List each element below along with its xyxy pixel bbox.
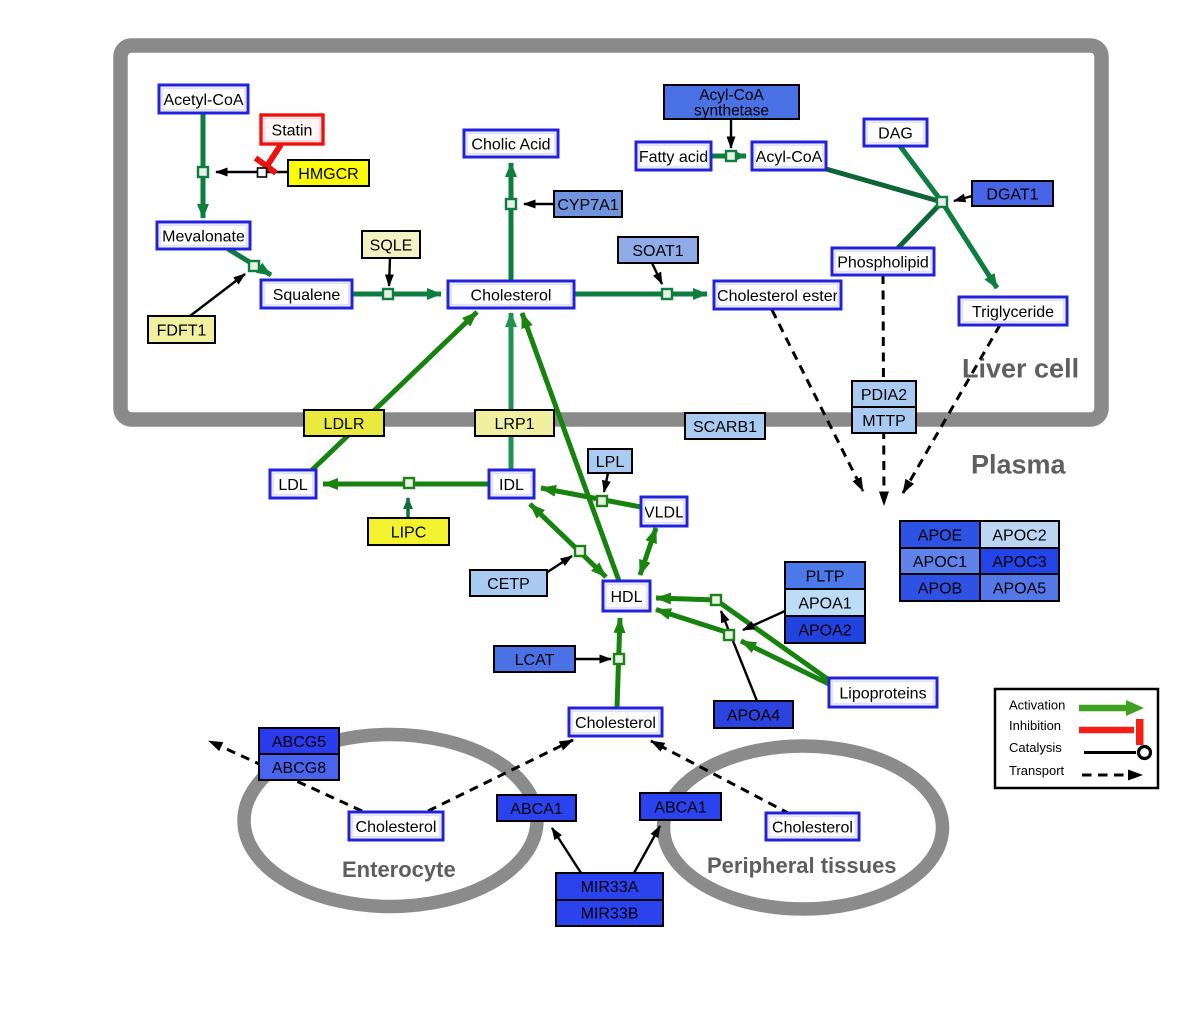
svg-text:LDL: LDL <box>278 477 307 494</box>
svg-text:Peripheral tissues: Peripheral tissues <box>707 853 897 878</box>
svg-text:LIPC: LIPC <box>391 525 427 542</box>
svg-text:Catalysis: Catalysis <box>1009 740 1062 755</box>
svg-text:Plasma: Plasma <box>971 450 1067 480</box>
svg-text:Mevalonate: Mevalonate <box>162 229 245 246</box>
svg-text:APOA4: APOA4 <box>727 708 780 725</box>
svg-text:APOA2: APOA2 <box>798 623 851 640</box>
svg-text:SOAT1: SOAT1 <box>632 243 683 260</box>
svg-text:APOC1: APOC1 <box>913 554 967 571</box>
svg-text:synthetase: synthetase <box>694 103 769 120</box>
svg-text:Acetyl-CoA: Acetyl-CoA <box>163 92 243 109</box>
svg-text:IDL: IDL <box>499 477 524 494</box>
svg-text:APOC2: APOC2 <box>992 528 1046 545</box>
svg-text:APOC3: APOC3 <box>992 554 1046 571</box>
svg-text:Cholic Acid: Cholic Acid <box>471 137 550 154</box>
svg-text:LDLR: LDLR <box>324 416 365 433</box>
svg-text:ABCA1: ABCA1 <box>510 801 563 818</box>
svg-text:Fatty acid: Fatty acid <box>639 149 708 166</box>
svg-text:Lipoproteins: Lipoproteins <box>839 686 926 703</box>
svg-text:ABCA1: ABCA1 <box>654 800 707 817</box>
svg-text:Transport: Transport <box>1009 763 1065 778</box>
svg-text:PDIA2: PDIA2 <box>861 387 907 404</box>
svg-text:LPL: LPL <box>596 454 625 471</box>
svg-text:FDFT1: FDFT1 <box>157 323 207 340</box>
svg-text:DAG: DAG <box>878 126 913 143</box>
svg-text:SQLE: SQLE <box>370 238 413 255</box>
svg-text:ABCG5: ABCG5 <box>272 734 326 751</box>
svg-text:Phospholipid: Phospholipid <box>837 255 929 272</box>
svg-text:CETP: CETP <box>487 576 530 593</box>
svg-text:PLTP: PLTP <box>806 569 845 586</box>
svg-text:MTTP: MTTP <box>862 413 906 430</box>
svg-text:Acyl-CoA: Acyl-CoA <box>699 87 764 104</box>
svg-text:Squalene: Squalene <box>273 287 341 304</box>
svg-text:HMGCR: HMGCR <box>298 166 358 183</box>
svg-text:Statin: Statin <box>272 123 313 140</box>
svg-text:Triglyceride: Triglyceride <box>972 304 1054 321</box>
svg-text:Cholesterol: Cholesterol <box>575 715 656 732</box>
svg-text:LCAT: LCAT <box>515 652 555 669</box>
svg-text:Cholesterol: Cholesterol <box>772 820 853 837</box>
svg-text:CYP7A1: CYP7A1 <box>557 197 618 214</box>
svg-text:APOA1: APOA1 <box>798 596 851 613</box>
svg-text:Cholesterol: Cholesterol <box>471 288 552 305</box>
svg-text:LRP1: LRP1 <box>494 416 534 433</box>
svg-text:Activation: Activation <box>1009 698 1065 713</box>
svg-text:APOA5: APOA5 <box>993 581 1046 598</box>
svg-text:ABCG8: ABCG8 <box>272 760 326 777</box>
svg-text:VLDL: VLDL <box>644 505 684 522</box>
svg-text:MIR33B: MIR33B <box>581 906 639 923</box>
svg-text:Enterocyte: Enterocyte <box>342 857 456 882</box>
svg-text:Inhibition: Inhibition <box>1009 718 1061 733</box>
svg-text:HDL: HDL <box>610 589 642 606</box>
svg-text:Cholesterol ester: Cholesterol ester <box>717 288 839 305</box>
svg-text:SCARB1: SCARB1 <box>693 419 757 436</box>
svg-text:Cholesterol: Cholesterol <box>356 819 437 836</box>
svg-text:APOE: APOE <box>918 528 962 545</box>
svg-text:MIR33A: MIR33A <box>581 879 639 896</box>
svg-text:Acyl-CoA: Acyl-CoA <box>756 149 823 166</box>
svg-text:DGAT1: DGAT1 <box>986 187 1038 204</box>
svg-text:APOB: APOB <box>918 581 962 598</box>
